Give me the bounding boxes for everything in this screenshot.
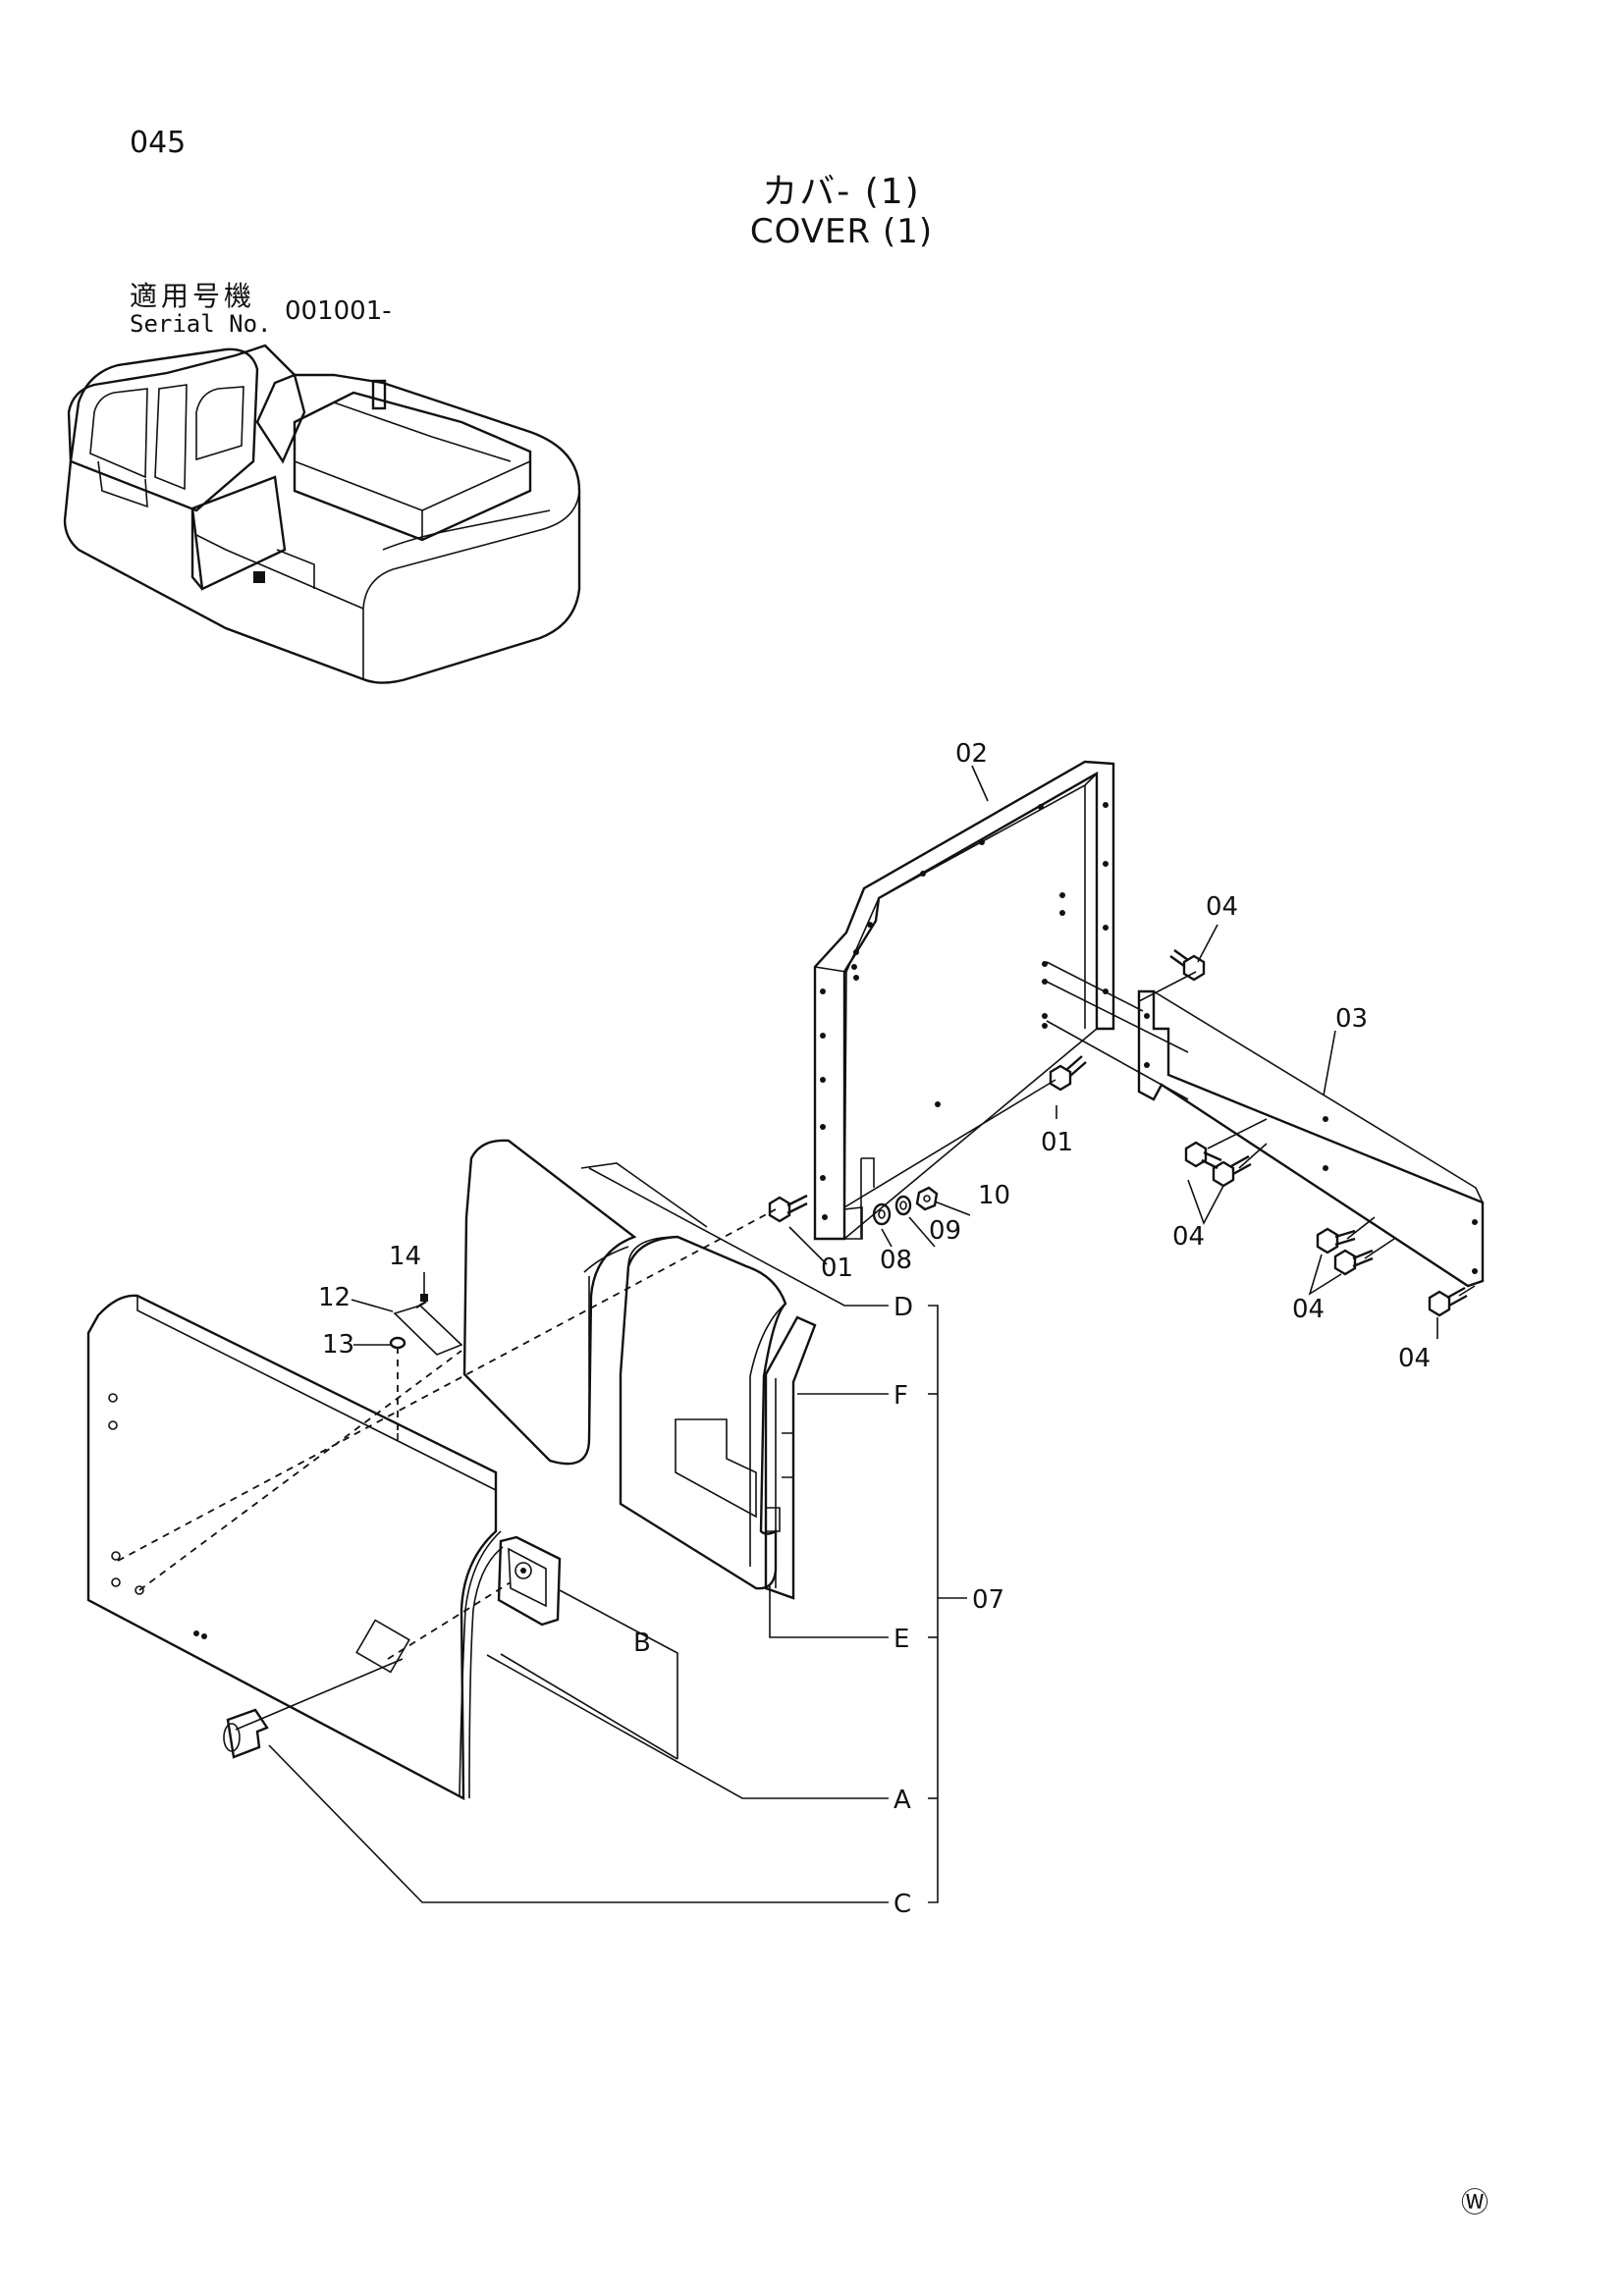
- callout-14: 14: [389, 1242, 421, 1271]
- leader-lines: [268, 765, 1438, 1903]
- callout-04-bottom: 04: [1398, 1344, 1431, 1373]
- frame-02: [813, 760, 1115, 1241]
- callout-13: 13: [322, 1330, 354, 1360]
- handle-icon: [497, 1535, 562, 1627]
- callout-E: E: [893, 1625, 909, 1654]
- callout-04-top: 04: [1206, 892, 1238, 922]
- screw-14: [415, 1294, 428, 1309]
- callout-10: 10: [978, 1181, 1010, 1210]
- plate-03: [1137, 989, 1485, 1288]
- callout-C: C: [893, 1890, 911, 1919]
- bolt-icon: [768, 949, 1468, 1317]
- callout-04-mid: 04: [1172, 1222, 1205, 1252]
- nut-icon: [915, 1186, 939, 1211]
- callout-03: 03: [1335, 1004, 1368, 1034]
- door-A: [86, 1294, 504, 1801]
- serial-label-jp: 適用号機: [130, 280, 256, 312]
- callout-12: 12: [318, 1283, 351, 1312]
- pad-D: [462, 1139, 708, 1466]
- page-title-jp: カバ- (1): [762, 172, 921, 212]
- manufacturer-mark: Ⓦ: [1461, 2186, 1489, 2218]
- bracket-12: [393, 1305, 463, 1356]
- callout-labels: 02 04 03 01 01 08 09 10 04 04 04 14 12 1…: [318, 739, 1431, 1919]
- serial-value: 001001-: [285, 296, 392, 326]
- callout-09: 09: [929, 1216, 961, 1246]
- callout-A: A: [893, 1786, 911, 1815]
- assembly-lines: [117, 961, 1476, 1731]
- page-number: 045: [130, 126, 187, 160]
- excavator-overview-icon: [63, 344, 581, 684]
- callout-04-lower: 04: [1292, 1295, 1325, 1324]
- callout-B: B: [633, 1629, 651, 1658]
- callout-02: 02: [955, 739, 988, 769]
- page-title-en: COVER (1): [749, 212, 934, 251]
- pad-F: [764, 1315, 817, 1600]
- callout-08: 08: [880, 1246, 912, 1275]
- callout-01-right: 01: [1041, 1128, 1073, 1157]
- serial-label-en: Serial No.: [130, 310, 272, 338]
- pad-E: [619, 1235, 787, 1590]
- callout-01-left: 01: [821, 1254, 853, 1283]
- callout-07: 07: [972, 1585, 1004, 1615]
- lock-cylinder-icon: [223, 1708, 269, 1759]
- callout-D: D: [893, 1293, 913, 1322]
- callout-F: F: [893, 1381, 908, 1411]
